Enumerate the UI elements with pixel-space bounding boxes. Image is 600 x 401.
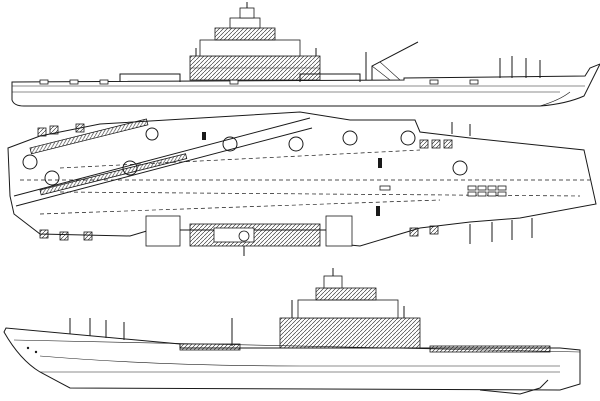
- bow-flare: [539, 91, 571, 107]
- lower-deck-band: [179, 343, 241, 351]
- top-edge-sponsons: [37, 123, 453, 149]
- deck-edge-fittings: [39, 79, 479, 85]
- angled-deck-edge-1: [13, 117, 311, 197]
- sponson-plan-2: [325, 215, 353, 247]
- arrester-band-2: [39, 153, 188, 196]
- hull-portholes: [26, 346, 38, 354]
- island-plan: [189, 223, 321, 256]
- deck-parking-boxes: [379, 185, 507, 197]
- bottom-edge-sponsons: [39, 225, 439, 241]
- island-superstructure-bottom: [279, 268, 421, 349]
- sponson-plan-1: [145, 215, 181, 247]
- deck-circle-markings: [22, 127, 468, 186]
- aft-deck-band: [429, 345, 551, 353]
- stern-rudder: [479, 379, 549, 395]
- arrester-band-1: [29, 118, 149, 155]
- bottom-bow-masts: [69, 318, 125, 340]
- island-superstructure-top: [189, 2, 321, 81]
- plan-view-deck: [7, 111, 597, 256]
- profile-view-bottom: [3, 268, 581, 395]
- deck-sponson-1: [119, 73, 181, 82]
- hull-outline-bottom: [3, 327, 581, 391]
- profile-view-top: [11, 2, 600, 107]
- deck-crane: [371, 41, 419, 80]
- angled-deck-edge-2: [15, 127, 313, 207]
- plan-edge-masts: [451, 122, 533, 244]
- bow-masts: [499, 56, 541, 78]
- hull-outline-top: [11, 63, 600, 107]
